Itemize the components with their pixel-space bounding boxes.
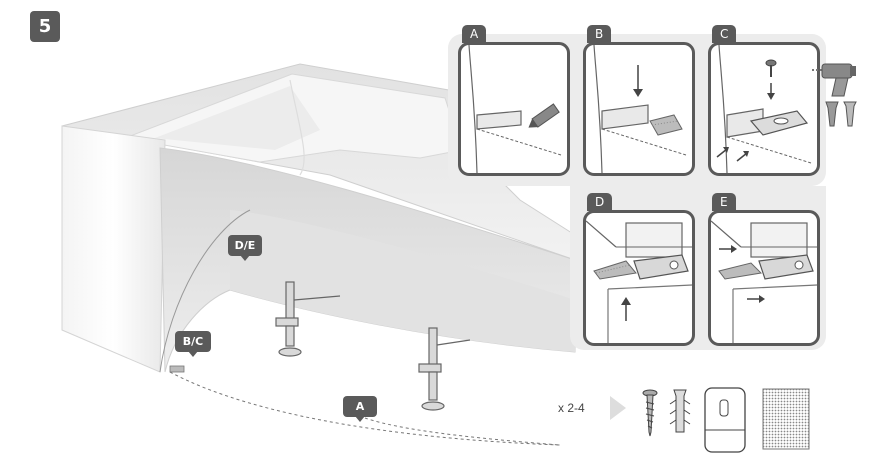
step-number-badge: 5 [30, 11, 60, 42]
panel-a [458, 42, 570, 176]
floor-dashed-line [169, 371, 561, 446]
tub-leg-right [418, 327, 471, 411]
adhesive-pad-icon [762, 388, 810, 450]
parts-arrow-icon [610, 396, 626, 420]
screw-icon [642, 389, 658, 437]
wall-plug-icon [669, 389, 691, 433]
tub-apron [61, 125, 166, 373]
callout-bc: B/C [175, 331, 211, 357]
callout-de: D/E [228, 235, 262, 261]
panel-d-tab: D [587, 193, 613, 211]
screw-and-plug-icon [825, 101, 857, 127]
panel-e-tab: E [712, 193, 736, 211]
panel-c [708, 42, 820, 176]
panel-b-tab: B [587, 25, 612, 43]
panel-b [583, 42, 695, 176]
drill-icon [812, 63, 856, 97]
panel-e [708, 210, 820, 346]
tub-leg-left [275, 281, 341, 357]
callout-a: A [343, 396, 377, 422]
panel-a-tab: A [462, 25, 487, 43]
panel-d [583, 210, 695, 346]
mounting-bracket-icon [704, 387, 746, 453]
panel-c-tab: C [712, 25, 737, 43]
parts-quantity-label: x 2-4 [558, 401, 585, 415]
